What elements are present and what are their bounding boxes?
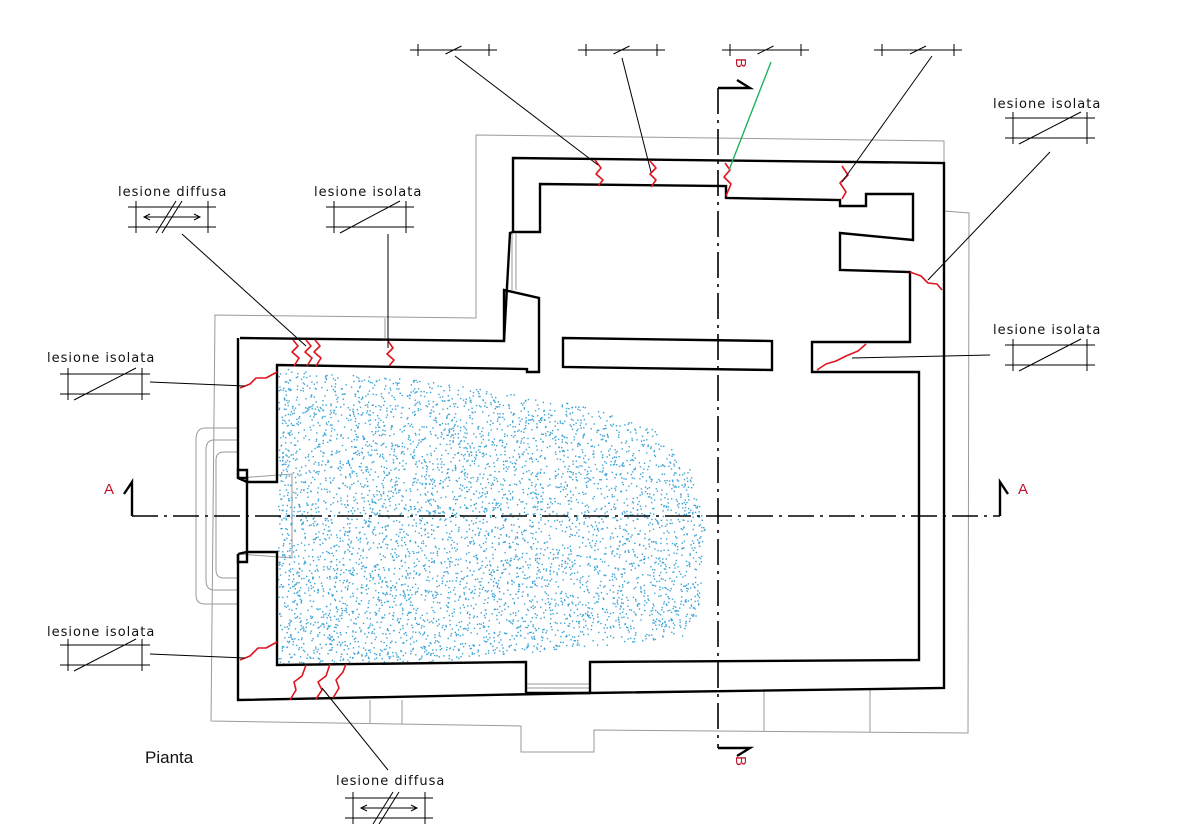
gauge-isolata-right bbox=[1005, 338, 1095, 372]
gauge-diffusa-bottom bbox=[345, 791, 433, 825]
section-axis-b bbox=[717, 78, 755, 758]
leader-lines bbox=[149, 55, 1051, 771]
legend-symbols bbox=[60, 44, 1095, 825]
section-axis-a bbox=[123, 478, 1009, 517]
damp-area-pattern bbox=[278, 368, 706, 665]
gauge-isolata-left-lower bbox=[60, 638, 150, 672]
gauge-isolata-top-right bbox=[1005, 111, 1095, 145]
gauge-isolata-top bbox=[326, 200, 414, 234]
section-b-top-letter: B bbox=[732, 58, 749, 68]
label-lesione-isolata-top-right: lesione isolata bbox=[993, 97, 1101, 112]
highlight-leader bbox=[728, 61, 772, 171]
cracks bbox=[239, 159, 943, 701]
label-lesione-isolata-right: lesione isolata bbox=[993, 323, 1101, 338]
gauge-diffusa-top bbox=[128, 200, 216, 234]
label-lesione-isolata-left-lower: lesione isolata bbox=[47, 625, 155, 640]
section-a-right-letter: A bbox=[1018, 481, 1028, 498]
label-lesione-isolata-top: lesione isolata bbox=[314, 185, 422, 200]
marker-top-1 bbox=[410, 44, 497, 56]
label-lesione-diffusa-bottom: lesione diffusa bbox=[336, 774, 445, 789]
marker-top-4 bbox=[874, 44, 962, 56]
section-b-bottom-letter: B bbox=[732, 756, 749, 766]
drawing-title: Pianta bbox=[145, 748, 194, 767]
marker-top-3 bbox=[722, 44, 809, 56]
label-lesione-isolata-left-upper: lesione isolata bbox=[47, 351, 155, 366]
gauge-isolata-left-upper bbox=[60, 367, 150, 401]
section-a-left-letter: A bbox=[104, 481, 114, 498]
label-lesione-diffusa-top: lesione diffusa bbox=[118, 185, 227, 200]
marker-top-2 bbox=[578, 44, 665, 56]
